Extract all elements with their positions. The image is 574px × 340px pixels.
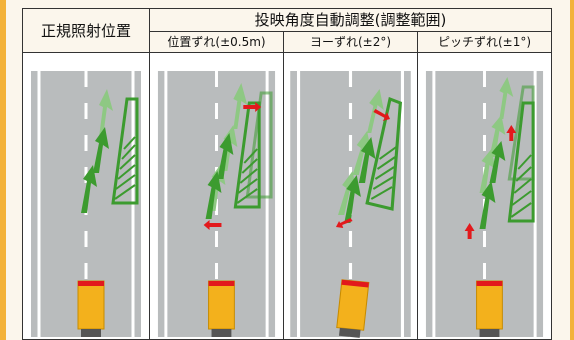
pitch-shift-header: ピッチずれ(±1°) xyxy=(417,31,552,53)
hatched-wedge-icon xyxy=(507,101,535,223)
hatched-wedge-icon xyxy=(365,96,403,211)
hatched-wedge-icon xyxy=(245,91,273,199)
arrow-up-icon xyxy=(344,137,376,223)
truck-icon xyxy=(208,280,235,337)
road-scene-pitch-shift xyxy=(425,71,544,337)
position-shift-header: 位置ずれ(±0.5m) xyxy=(149,31,284,53)
normal-position-header: 正規照射位置 xyxy=(22,8,150,53)
panel-yaw-shift xyxy=(283,52,418,340)
arrow-up-icon xyxy=(99,89,113,137)
arrow-up-icon xyxy=(479,77,514,193)
panel-normal xyxy=(22,52,150,340)
arrow-up-icon xyxy=(81,127,109,213)
yaw-shift-header: ヨーずれ(±2°) xyxy=(283,31,418,53)
red-arrow-icon xyxy=(203,102,262,230)
truck-icon xyxy=(336,279,370,338)
red-arrow-icon xyxy=(335,109,390,228)
hatched-wedge-icon xyxy=(111,97,139,205)
truck-icon xyxy=(476,280,503,337)
panel-position-shift xyxy=(149,52,284,340)
road-scene-yaw-shift xyxy=(290,71,411,338)
page-edge-right xyxy=(570,0,574,340)
panel-pitch-shift xyxy=(417,52,552,340)
page-edge-left xyxy=(0,0,6,340)
arrow-up-icon xyxy=(479,141,506,229)
road-scene-normal xyxy=(31,71,141,337)
arrow-up-icon xyxy=(205,133,234,219)
truck-icon xyxy=(77,280,105,337)
adjustment-header: 投映角度自動調整(調整範囲) xyxy=(149,8,552,32)
projection-diagram-table: 正規照射位置 投映角度自動調整(調整範囲) 位置ずれ(±0.5m) ヨーずれ(±… xyxy=(22,8,552,340)
red-arrow-icon xyxy=(464,125,517,239)
road-scene-position-shift xyxy=(157,71,276,337)
